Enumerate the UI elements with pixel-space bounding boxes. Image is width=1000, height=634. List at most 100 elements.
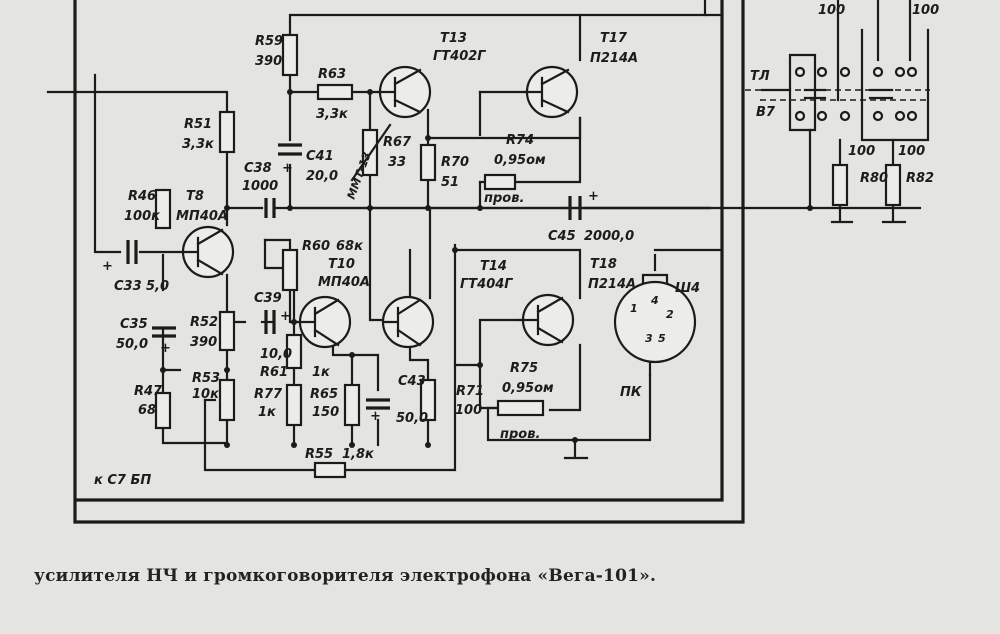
- label-t8-type: МП40А: [176, 209, 228, 224]
- label-r75-wire: пров.: [500, 427, 540, 442]
- label-c41-value: 20,0: [306, 169, 338, 184]
- label-top-100-a: 100: [818, 3, 845, 18]
- resistor-r71: [419, 378, 437, 422]
- label-r60-value: 68к: [336, 239, 364, 254]
- label-r46-name: R46: [128, 189, 156, 204]
- label-r77-value: 1к: [258, 405, 277, 420]
- label-r61-name: R61: [260, 365, 288, 380]
- label-c45-name: C45: [548, 229, 576, 244]
- label-top-100-b: 100: [912, 3, 939, 18]
- label-r70-name: R70: [441, 155, 469, 170]
- capacitor-c41: [278, 143, 302, 156]
- label-r65-name: R65: [310, 387, 338, 402]
- resistor-r63: [316, 83, 354, 101]
- label-r53-value: 10к: [192, 387, 220, 402]
- label-r67-value: 33: [388, 155, 406, 170]
- resistor-r53: [218, 378, 236, 422]
- resistor-r65: [343, 383, 361, 427]
- plus-c39: +: [280, 309, 291, 324]
- label-c38-value: 1000: [242, 179, 278, 194]
- label-r59-value: 390: [255, 54, 282, 69]
- label-r75-name: R75: [510, 361, 538, 376]
- label-r75-value: 0,95ом: [502, 381, 554, 396]
- socket-pin-3: 3: [645, 332, 653, 345]
- label-r55-value: 1,8к: [342, 447, 375, 462]
- label-t17-type: П214А: [590, 51, 638, 66]
- capacitor-c39: [264, 310, 276, 334]
- label-pk: ПК: [620, 385, 643, 400]
- label-t10-type: МП40А: [318, 275, 370, 290]
- label-r74-name: R74: [506, 133, 534, 148]
- switch-and-load-wiring: [583, 0, 930, 377]
- transistors: [181, 65, 579, 349]
- resistor-r51: [218, 110, 236, 154]
- label-r51-name: R51: [184, 117, 212, 132]
- figure-caption: усилителя НЧ и громкоговорителя электроф…: [34, 566, 657, 586]
- label-r74-wire: пров.: [484, 191, 524, 206]
- plus-c35: +: [160, 341, 171, 356]
- label-t13-type: ГТ402Г: [433, 49, 486, 64]
- label-t10-name: T10: [328, 257, 355, 272]
- transistor-t17: [523, 65, 579, 119]
- capacitor-c38: [264, 198, 276, 218]
- socket-pin-2: 2: [666, 308, 674, 321]
- label-c33-name: C33: [114, 279, 142, 294]
- label-r52-value: 390: [190, 335, 217, 350]
- capacitor-c45: [568, 196, 582, 220]
- resistor-r47: [154, 391, 172, 430]
- label-r82-name: R82: [906, 171, 934, 186]
- label-r60-name: R60: [302, 239, 330, 254]
- label-c38-name: C38: [244, 161, 272, 176]
- label-r71-value: 100: [455, 403, 482, 418]
- socket-pin-1: 1: [630, 302, 638, 315]
- label-c35-value: 50,0: [116, 337, 148, 352]
- label-r51-value: 3,3к: [182, 137, 215, 152]
- label-r65-value: 150: [312, 405, 339, 420]
- label-r71-name: R71: [456, 384, 484, 399]
- capacitor-c43: [366, 398, 390, 410]
- resistor-r61: [285, 333, 303, 370]
- resistor-r80: [831, 163, 849, 207]
- label-r82-value: 100: [898, 144, 925, 159]
- capacitors: [126, 143, 582, 410]
- label-t17-name: T17: [600, 31, 628, 46]
- label-r63-value: 3,3к: [316, 107, 349, 122]
- label-r80-value: 100: [848, 144, 875, 159]
- socket-sh4: 1 4 2 3 5: [613, 273, 697, 364]
- label-c39-name: C39: [254, 291, 282, 306]
- label-t18-name: T18: [590, 257, 617, 272]
- label-r52-name: R52: [190, 315, 218, 330]
- junctions: [160, 89, 813, 448]
- label-r59-name: R59: [255, 34, 283, 49]
- plus-c43: +: [370, 409, 381, 424]
- transistor-t18: [518, 293, 575, 347]
- capacitor-c33: [126, 240, 138, 264]
- label-c39-value: 10,0: [260, 347, 292, 362]
- label-c41-name: C41: [306, 149, 334, 164]
- socket-pin-4: 4: [650, 294, 659, 307]
- label-r55-name: R55: [305, 447, 333, 462]
- plus-c33: +: [102, 259, 113, 274]
- resistor-r77: [285, 383, 303, 427]
- plus-c41: +: [282, 161, 293, 176]
- label-c45-value: 2000,0: [584, 229, 634, 244]
- resistor-r46: [154, 188, 172, 230]
- plus-c45: +: [588, 189, 599, 204]
- label-r47-value: 68: [138, 403, 156, 418]
- resistor-r74: [483, 173, 517, 191]
- label-r47-name: R47: [134, 384, 163, 399]
- resistor-r75: [496, 399, 545, 417]
- label-sh4: Ш4: [675, 281, 700, 296]
- label-r46-value: 100к: [124, 209, 161, 224]
- output-stage-wiring: [225, 206, 652, 460]
- label-t14-type: ГТ404Г: [460, 277, 513, 292]
- switch-contacts: [794, 66, 918, 122]
- label-r77-name: R77: [254, 387, 283, 402]
- label-r53-name: R53: [192, 371, 220, 386]
- capacitor-c35: [152, 326, 176, 338]
- label-r67-name: R67: [383, 135, 412, 150]
- transistor-t8: [181, 225, 235, 279]
- label-c43-name: C43: [398, 374, 426, 389]
- label-r70-value: 51: [441, 175, 459, 190]
